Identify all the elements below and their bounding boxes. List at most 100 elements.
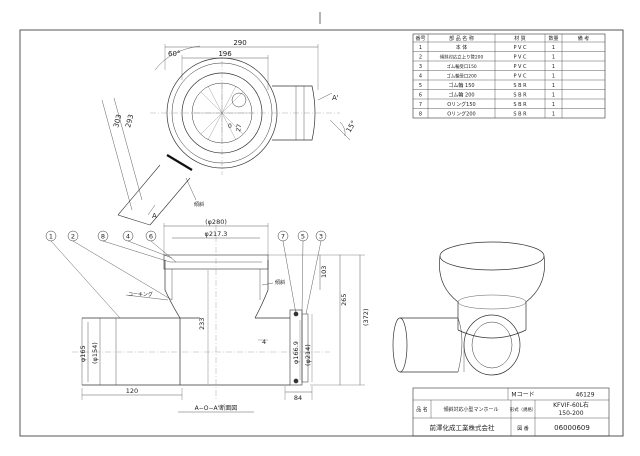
table-row: 7 Oリング150 S B R 1: [419, 101, 555, 108]
dim-d1669: φ166.9: [292, 341, 300, 364]
svg-text:P V C: P V C: [513, 74, 527, 80]
dim-290: 290: [233, 39, 246, 47]
dim-d165: φ165: [79, 345, 87, 362]
svg-text:1: 1: [552, 112, 555, 118]
dim-d154: (φ154): [91, 342, 99, 364]
svg-text:1: 1: [552, 83, 555, 89]
table-row: 1 本 体 P V C 1: [419, 44, 555, 51]
callout-7: 7: [281, 233, 285, 241]
svg-text:5: 5: [419, 83, 422, 89]
callout-2: 2: [71, 233, 75, 241]
svg-text:S B R: S B R: [513, 102, 527, 108]
svg-text:1: 1: [419, 45, 422, 51]
slope-note-section: 傾斜: [275, 279, 285, 286]
table-row: 4 ゴム輪受口200 P V C 1: [419, 73, 555, 80]
dim-372: (372): [362, 309, 370, 326]
svg-text:ゴム輪受口200: ゴム輪受口200: [446, 73, 477, 80]
parts-table: 番号 部 品 名 称 材 質 数量 備 考 1 本 体 P V C 1 2 傾斜…: [412, 33, 606, 119]
table-header-no: 番号: [415, 35, 425, 42]
top-view: [101, 44, 351, 226]
caulking-note: コーキング: [128, 291, 153, 298]
dim-d280: (φ280): [205, 218, 227, 226]
svg-text:6: 6: [419, 93, 422, 99]
svg-text:2: 2: [419, 55, 422, 61]
callout-3: 3: [319, 233, 323, 241]
mcode-label: Mコード: [511, 392, 534, 399]
dim-15deg: 15°: [345, 119, 358, 134]
svg-text:S B R: S B R: [513, 112, 527, 118]
dim-265: 265: [340, 294, 348, 306]
table-header-name: 部 品 名 称: [449, 35, 474, 42]
svg-text:1: 1: [552, 93, 555, 99]
svg-text:傾斜対応立上り管200: 傾斜対応立上り管200: [440, 54, 484, 61]
table-header-note: 備 考: [578, 35, 590, 42]
section-view-labels: 1 2 8 4 6 7 5 3 (φ280) φ217.3 103 265 (3…: [49, 218, 370, 413]
top-view-labels: 290 196 60° 303 293 15° 0 27 A' A 傾斜: [112, 39, 358, 220]
section-view: [45, 223, 365, 400]
svg-text:ゴム輪 150: ゴム輪 150: [448, 82, 474, 89]
dim-d214: (φ214): [304, 344, 312, 366]
dim-103: 103: [320, 266, 328, 278]
section-mark-a-prime: A': [332, 94, 339, 102]
svg-text:P V C: P V C: [513, 64, 527, 70]
name-value: 傾斜対応小型マンホール: [443, 406, 498, 413]
dim-293: 293: [124, 114, 135, 129]
svg-text:S B R: S B R: [513, 93, 527, 99]
dim-4: 4: [262, 338, 266, 346]
svg-text:P V C: P V C: [513, 45, 527, 51]
svg-text:Oリング200: Oリング200: [447, 111, 475, 118]
svg-text:1: 1: [552, 74, 555, 80]
svg-text:ゴム輪受口150: ゴム輪受口150: [446, 63, 477, 70]
dim-120: 120: [126, 387, 138, 395]
callout-1: 1: [49, 233, 53, 241]
svg-text:1: 1: [552, 64, 555, 70]
model-value-1: KFVIF-60L右: [553, 401, 589, 409]
svg-text:4: 4: [419, 74, 422, 80]
callout-8: 8: [101, 233, 105, 241]
slope-note-top: 傾斜: [194, 201, 204, 208]
dim-84: 84: [294, 394, 302, 402]
model-label: 形式（規格）: [510, 406, 536, 413]
callout-4: 4: [126, 233, 130, 241]
svg-text:S B R: S B R: [513, 83, 527, 89]
svg-text:ゴム輪 200: ゴム輪 200: [448, 92, 474, 99]
dim-r0: 0: [228, 123, 232, 130]
svg-text:7: 7: [419, 102, 422, 108]
callout-6: 6: [149, 233, 153, 241]
mcode-value: 46129: [575, 392, 594, 399]
section-mark-a: A: [152, 212, 157, 220]
table-row: 6 ゴム輪 200 S B R 1: [419, 92, 555, 99]
dim-196: 196: [218, 50, 232, 58]
dim-233: 233: [198, 318, 206, 330]
table-row: 3 ゴム輪受口150 P V C 1: [419, 63, 555, 70]
svg-text:8: 8: [419, 112, 422, 118]
table-row: 8 Oリング200 S B R 1: [419, 111, 555, 118]
name-label: 品 名: [416, 406, 428, 413]
dim-60deg: 60°: [168, 50, 180, 58]
table-header-qty: 数量: [548, 35, 558, 42]
dim-r27: 27: [235, 123, 243, 132]
svg-text:Oリング150: Oリング150: [447, 101, 475, 108]
svg-text:3: 3: [419, 64, 422, 70]
dim-303: 303: [112, 114, 123, 129]
title-block: Mコード 46129 品 名 傾斜対応小型マンホール 形式（規格） KFVIF-…: [412, 387, 610, 437]
sheet-border: [19, 29, 624, 437]
svg-text:本 体: 本 体: [456, 44, 468, 51]
dim-d2173: φ217.3: [205, 230, 228, 238]
model-value-2: 150-200: [558, 410, 583, 417]
table-header-material: 材 質: [514, 35, 526, 42]
section-title: A−O−A'断面図: [195, 404, 238, 412]
svg-text:P V C: P V C: [513, 55, 527, 61]
drawing-no-label: 図 番: [517, 425, 529, 432]
svg-text:1: 1: [552, 55, 555, 61]
svg-text:1: 1: [552, 45, 555, 51]
callout-5: 5: [301, 233, 305, 241]
table-row: 2 傾斜対応立上り管200 P V C 1: [419, 54, 555, 61]
table-row: 5 ゴム輪 150 S B R 1: [419, 82, 555, 89]
company-name: 前澤化成工業株式会社: [430, 423, 496, 432]
svg-text:1: 1: [552, 102, 555, 108]
drawing-no-value: 06000609: [554, 424, 590, 432]
isometric-view: [392, 241, 545, 376]
